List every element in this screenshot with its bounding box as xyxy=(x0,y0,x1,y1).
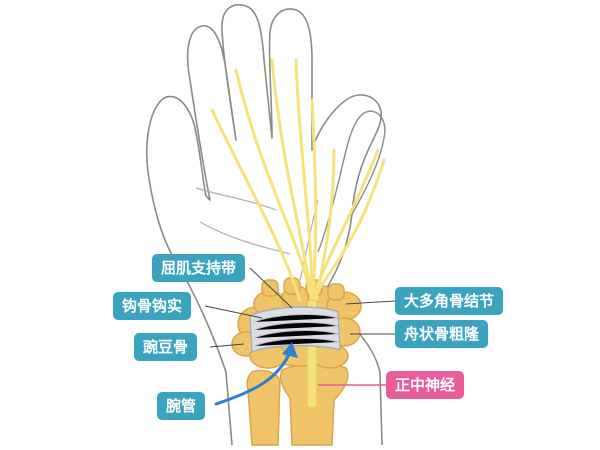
flexor-retinaculum-label: 屈肌支持带 xyxy=(152,254,246,282)
trapezium-tubercle-label: 大多角骨结节 xyxy=(395,287,504,315)
scaphoid-tubercle-label: 舟状骨粗隆 xyxy=(395,320,489,348)
carpal-tunnel-label: 腕管 xyxy=(157,392,206,420)
thumb-outline xyxy=(317,110,386,253)
carpal-tunnel-arrowhead xyxy=(282,342,298,358)
retinaculum-fibers xyxy=(253,314,339,347)
leader-lines xyxy=(204,267,396,348)
pisiform-label: 豌豆骨 xyxy=(134,333,198,361)
median-nerve-branches xyxy=(210,58,386,302)
carpal-tunnel-arrow xyxy=(214,350,292,406)
median-nerve-label: 正中神经 xyxy=(386,371,465,399)
palm-crease-upper xyxy=(195,187,277,211)
hamate-hook-label: 钩骨钩实 xyxy=(113,292,192,320)
